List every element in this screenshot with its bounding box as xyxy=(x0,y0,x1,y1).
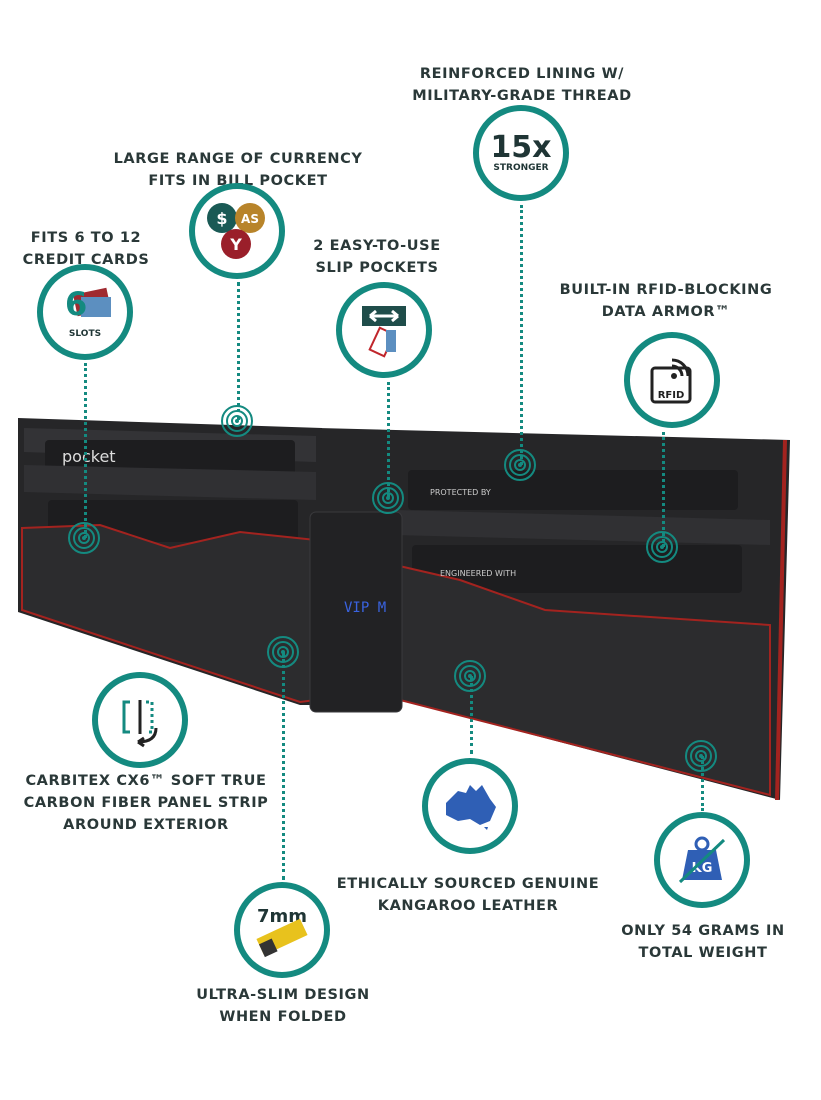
slip-pocket-icon xyxy=(336,282,432,378)
card-brand-text: pocket xyxy=(62,447,116,466)
svg-text:$: $ xyxy=(216,209,227,228)
target-marker-icon xyxy=(221,405,253,437)
leader-line xyxy=(387,382,390,497)
card-slots-icon: 6 SLOTS xyxy=(37,264,133,360)
target-marker-icon xyxy=(68,522,100,554)
leader-line xyxy=(470,676,473,754)
target-marker-icon xyxy=(646,531,678,563)
target-marker-icon xyxy=(504,449,536,481)
carbon-strip-icon xyxy=(92,672,188,768)
australia-map-icon xyxy=(422,758,518,854)
leader-line xyxy=(282,652,285,880)
rfid-icon: RFID xyxy=(624,332,720,428)
tape-measure-icon: 7mm xyxy=(234,882,330,978)
svg-text:Y: Y xyxy=(229,235,242,254)
svg-text:AS: AS xyxy=(241,212,259,226)
leader-line xyxy=(520,205,523,465)
leader-line xyxy=(701,756,704,811)
currency-icon: $ AS Y xyxy=(189,183,285,279)
caption-thread: REINFORCED LINING W/MILITARY-GRADE THREA… xyxy=(412,66,632,104)
weight-icon: KG xyxy=(654,812,750,908)
leader-line xyxy=(237,282,240,420)
target-marker-icon xyxy=(685,740,717,772)
svg-text:RFID: RFID xyxy=(658,390,685,401)
target-marker-icon xyxy=(454,660,486,692)
svg-text:6: 6 xyxy=(65,285,87,323)
card-engineered-text: ENGINEERED WITH xyxy=(440,569,516,578)
target-marker-icon xyxy=(267,636,299,668)
leader-line xyxy=(662,432,665,547)
card-protected-text: PROTECTED BY xyxy=(430,488,491,497)
target-marker-icon xyxy=(372,482,404,514)
leader-line xyxy=(84,363,87,538)
vip-card-text: VIP M xyxy=(344,600,386,616)
